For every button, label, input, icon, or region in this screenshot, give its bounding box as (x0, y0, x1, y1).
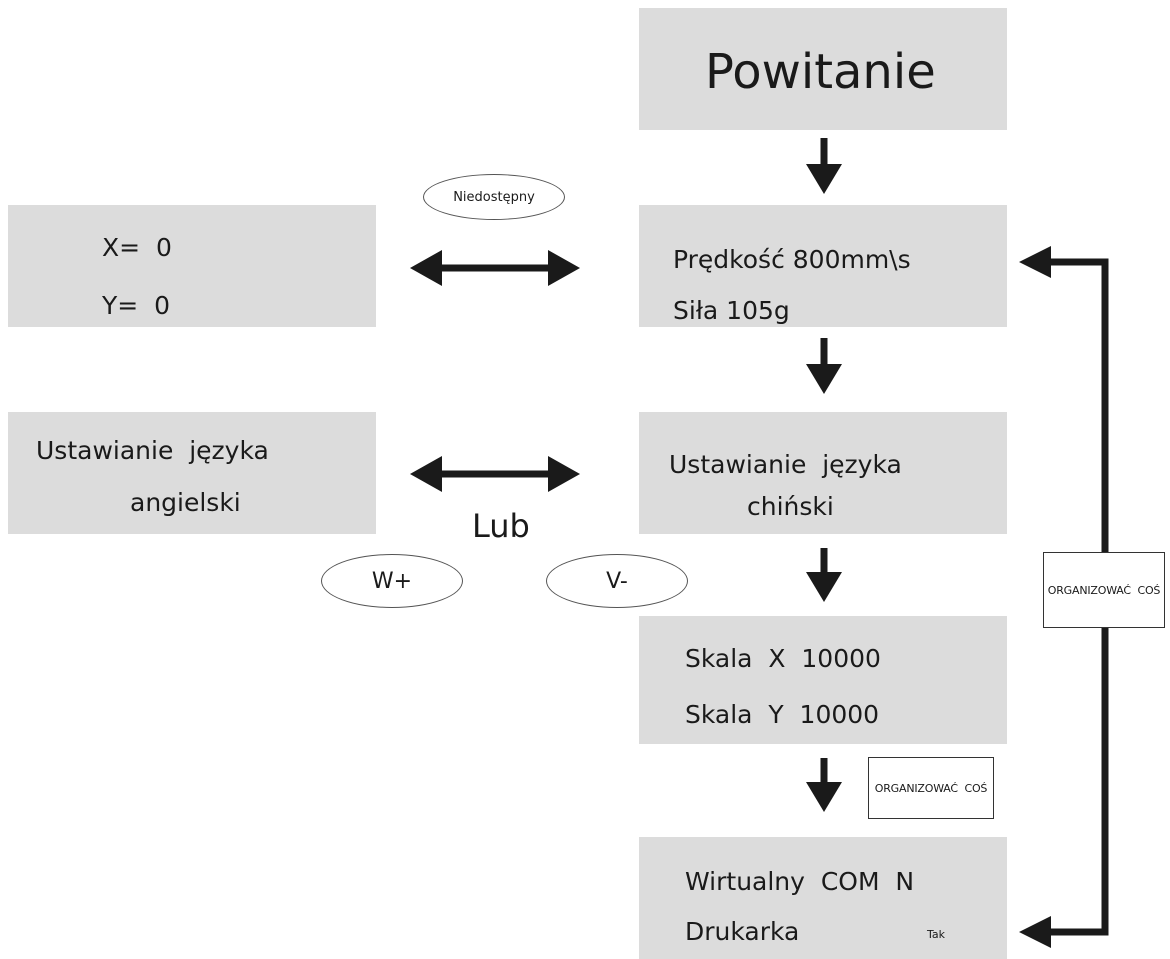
language-english-screen: Ustawianie języka angielski (8, 412, 376, 534)
scale-x-line: Skala X 10000 (685, 644, 881, 673)
x-coordinate: X= 0 (102, 233, 172, 262)
or-label: Lub (472, 507, 530, 545)
w-plus-text: W+ (371, 568, 413, 594)
language-en-line2: angielski (130, 488, 241, 517)
speed-force-screen: Prędkość 800mm\s Siła 105g (639, 205, 1007, 327)
organize-right-note: ORGANIZOWAĆ COŚ (1043, 552, 1165, 628)
down-arrow-speed-lang (806, 338, 842, 394)
welcome-title: Powitanie (705, 44, 936, 100)
w-plus-key: W+ (321, 554, 463, 608)
down-arrow-scale-com (806, 758, 842, 812)
y-coordinate: Y= 0 (102, 291, 171, 320)
down-arrow-lang-scale (806, 548, 842, 602)
scale-y-line: Skala Y 10000 (685, 700, 880, 729)
speed-line: Prędkość 800mm\s (673, 245, 911, 274)
welcome-screen: Powitanie (639, 8, 1007, 130)
v-minus-key: V- (546, 554, 688, 608)
coordinates-screen: X= 0 Y= 0 (8, 205, 376, 327)
printer-line: Drukarka (685, 917, 800, 946)
organize-mid-text: ORGANIZOWAĆ COŚ (874, 781, 988, 795)
force-line: Siła 105g (673, 296, 790, 325)
double-arrow-lang (410, 456, 580, 492)
virtual-com-line: Wirtualny COM N (685, 867, 915, 896)
language-en-line1: Ustawianie języka (36, 436, 269, 465)
organize-mid-note: ORGANIZOWAĆ COŚ (868, 757, 994, 819)
down-arrow-welcome-speed (806, 138, 842, 194)
printer-tag: Tak (927, 928, 946, 941)
language-chinese-screen: Ustawianie języka chiński (639, 412, 1007, 534)
organize-right-text: ORGANIZOWAĆ COŚ (1047, 583, 1161, 597)
unavailable-label: Niedostępny (423, 174, 565, 220)
com-printer-screen: Wirtualny COM N Drukarka Tak (639, 837, 1007, 959)
v-minus-text: V- (606, 568, 628, 594)
double-arrow-coords-speed (410, 250, 580, 286)
unavailable-text: Niedostępny (453, 189, 535, 205)
language-cn-line2: chiński (747, 492, 834, 521)
language-cn-line1: Ustawianie języka (669, 450, 902, 479)
scale-screen: Skala X 10000 Skala Y 10000 (639, 616, 1007, 744)
